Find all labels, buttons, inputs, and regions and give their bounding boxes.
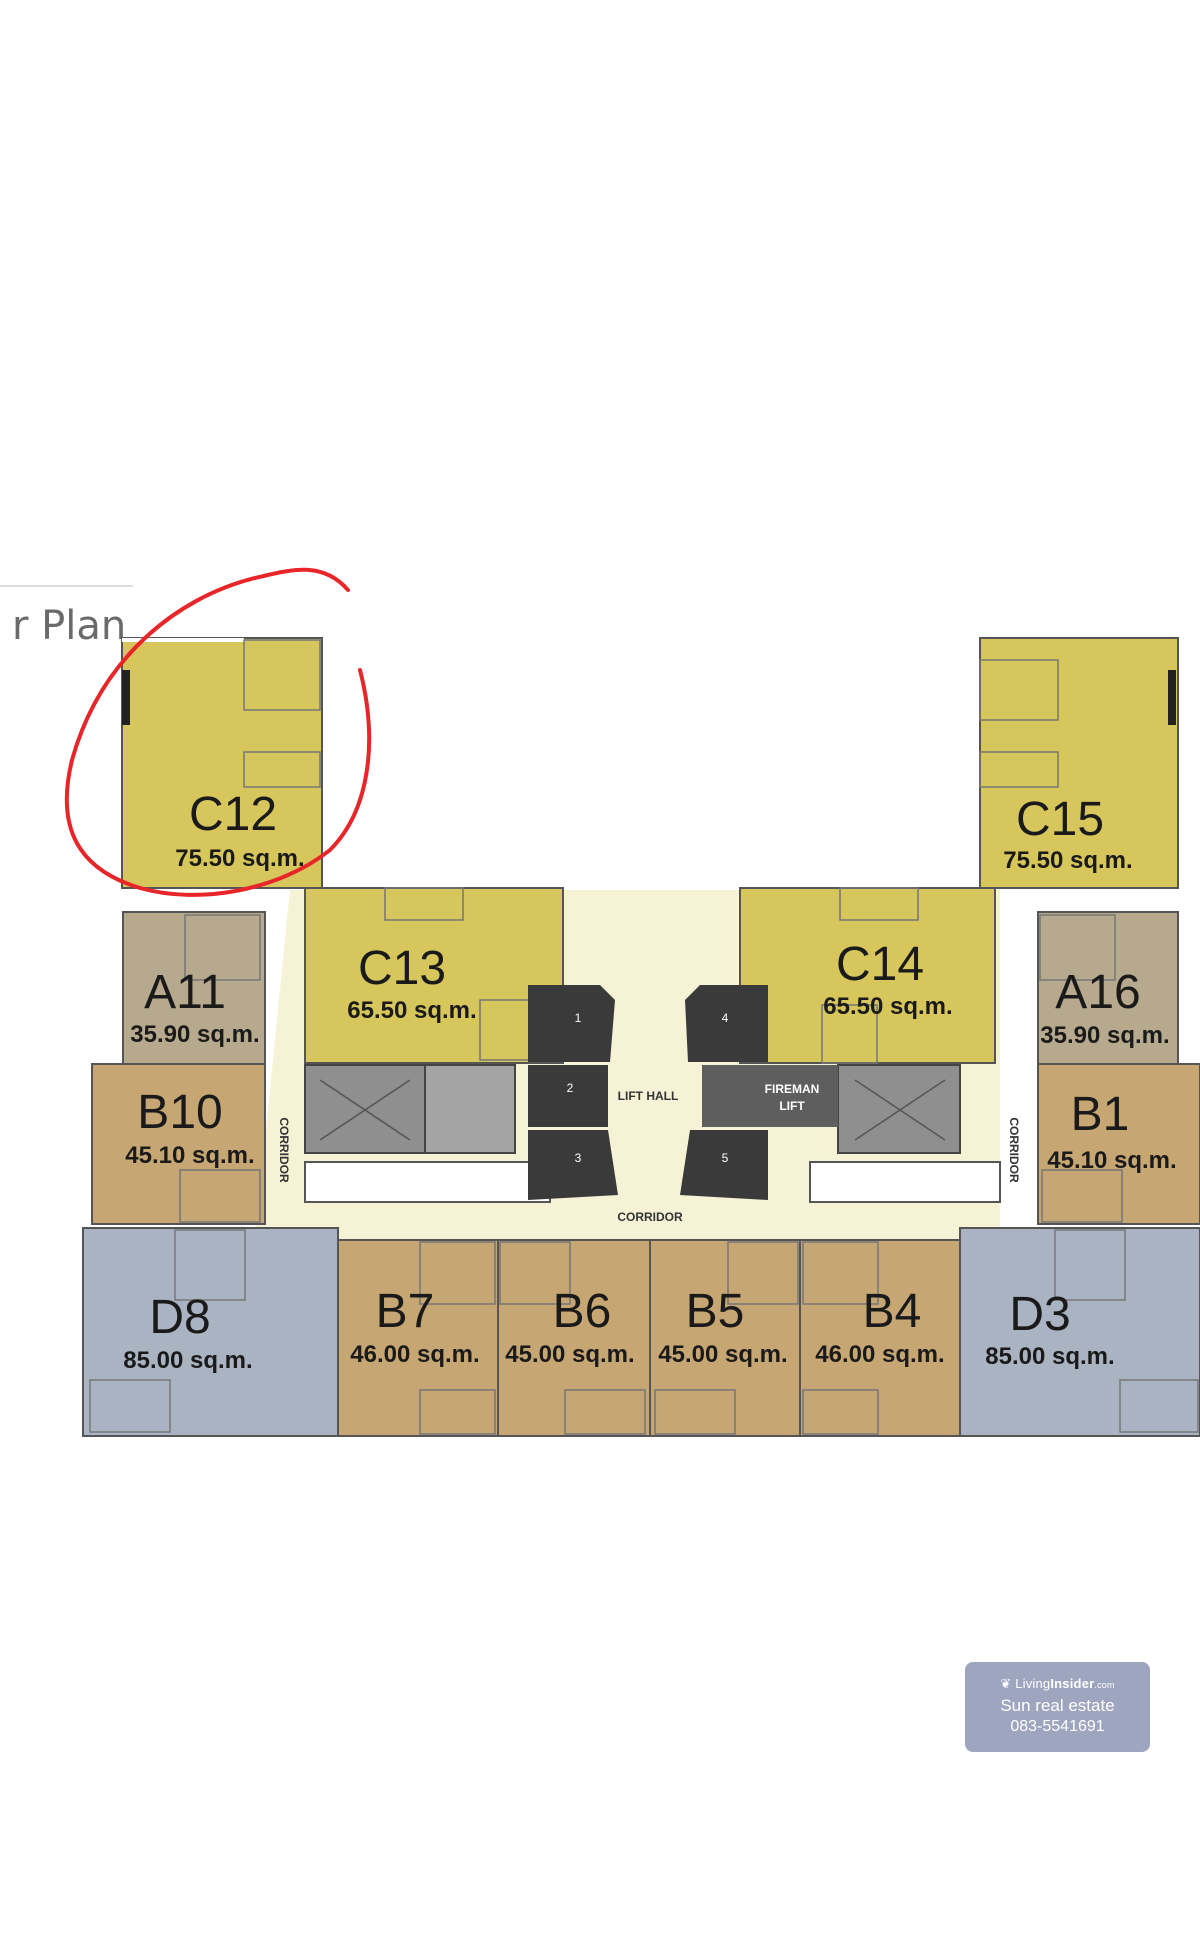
lift-3-number: 3 [575,1151,582,1165]
unit-B5[interactable] [649,1239,801,1437]
unit-B1-area: 45.10 sq.m. [1047,1147,1176,1174]
unit-B7[interactable] [337,1239,499,1437]
watermark-phone: 083-5541691 [1010,1718,1105,1735]
unit-B7-area: 46.00 sq.m. [350,1341,479,1368]
unit-B7-code: B7 [376,1285,435,1338]
lift-5-number: 5 [722,1151,729,1165]
unit-A11[interactable] [122,911,266,1065]
unit-C15-code: C15 [1016,793,1104,846]
leaf-icon: ❦ [1000,1676,1012,1691]
unit-C12-code: C12 [189,788,277,841]
unit-B10[interactable] [91,1063,266,1225]
lift-4-number: 4 [722,1011,729,1025]
unit-A16-code: A16 [1055,966,1140,1019]
unit-C14-area: 65.50 sq.m. [823,993,952,1020]
lift-2 [528,1065,608,1127]
unit-B6-code: B6 [553,1285,612,1338]
unit-D3-code: D3 [1009,1288,1070,1341]
unit-B4-area: 46.00 sq.m. [815,1341,944,1368]
unit-A11-area: 35.90 sq.m. [130,1021,259,1048]
unit-B1-code: B1 [1071,1088,1130,1141]
unit-C12[interactable] [121,637,323,889]
fireman-lift-label-2: LIFT [779,1099,805,1113]
unit-C13-code: C13 [358,942,446,995]
unit-C14[interactable] [739,887,996,1064]
title-rule [0,585,133,587]
lift-2-number: 2 [567,1081,574,1095]
unit-A16-area: 35.90 sq.m. [1040,1022,1169,1049]
unit-A11-code: A11 [144,966,226,1019]
lift-bank-left [528,985,618,1200]
corridor-label-right: CORRIDOR [1007,1117,1021,1183]
unit-C15-area: 75.50 sq.m. [1003,847,1132,874]
unit-B10-code: B10 [137,1086,222,1139]
unit-labels: C12 75.50 sq.m. C15 75.50 sq.m. C13 65.5… [123,788,1176,1374]
lift-1 [528,985,615,1062]
unit-D3[interactable] [959,1227,1200,1437]
stair-core-left [304,1064,551,1203]
unit-C14-code: C14 [836,938,924,991]
unit-D8-code: D8 [149,1291,210,1344]
lift-4 [685,985,768,1062]
watermark-logo: ❦ LivingInsider.com [965,1676,1150,1692]
stair-core-right [809,1064,1001,1203]
unit-B5-code: B5 [686,1285,745,1338]
unit-D8-area: 85.00 sq.m. [123,1347,252,1374]
lift-bank-right [680,985,838,1200]
watermark: ❦ LivingInsider.com Sun real estate 083-… [965,1662,1150,1752]
unit-B4[interactable] [799,1239,961,1437]
lift-hall-label: LIFT HALL [618,1089,679,1103]
unit-B6[interactable] [497,1239,651,1437]
unit-B4-code: B4 [863,1285,922,1338]
unit-A16[interactable] [1037,911,1179,1065]
fireman-lift-label-1: FIREMAN [765,1082,820,1096]
watermark-brand-prefix: Living [1015,1676,1051,1691]
unit-B5-area: 45.00 sq.m. [658,1341,787,1368]
corridor-label-bottom: CORRIDOR [617,1210,683,1224]
lift-1-number: 1 [575,1011,582,1025]
unit-B6-area: 45.00 sq.m. [505,1341,634,1368]
unit-C15[interactable] [979,637,1179,889]
fireman-lift [702,1065,838,1127]
unit-C13-area: 65.50 sq.m. [347,997,476,1024]
lift-5 [680,1130,768,1200]
highlight-circle [64,567,372,897]
unit-B10-area: 45.10 sq.m. [125,1142,254,1169]
page-title: r Plan [12,603,127,649]
watermark-brand-bold: Insider [1050,1676,1095,1691]
watermark-agent: Sun real estate [1000,1696,1115,1715]
unit-D8[interactable] [82,1227,339,1437]
corridor-label-left: CORRIDOR [277,1117,291,1183]
unit-B1[interactable] [1037,1063,1200,1225]
watermark-brand-suffix: .com [1094,1680,1115,1690]
lift-3 [528,1130,618,1200]
unit-C13[interactable] [304,887,564,1064]
unit-C12-area: 75.50 sq.m. [175,845,304,872]
unit-D3-area: 85.00 sq.m. [985,1343,1114,1370]
